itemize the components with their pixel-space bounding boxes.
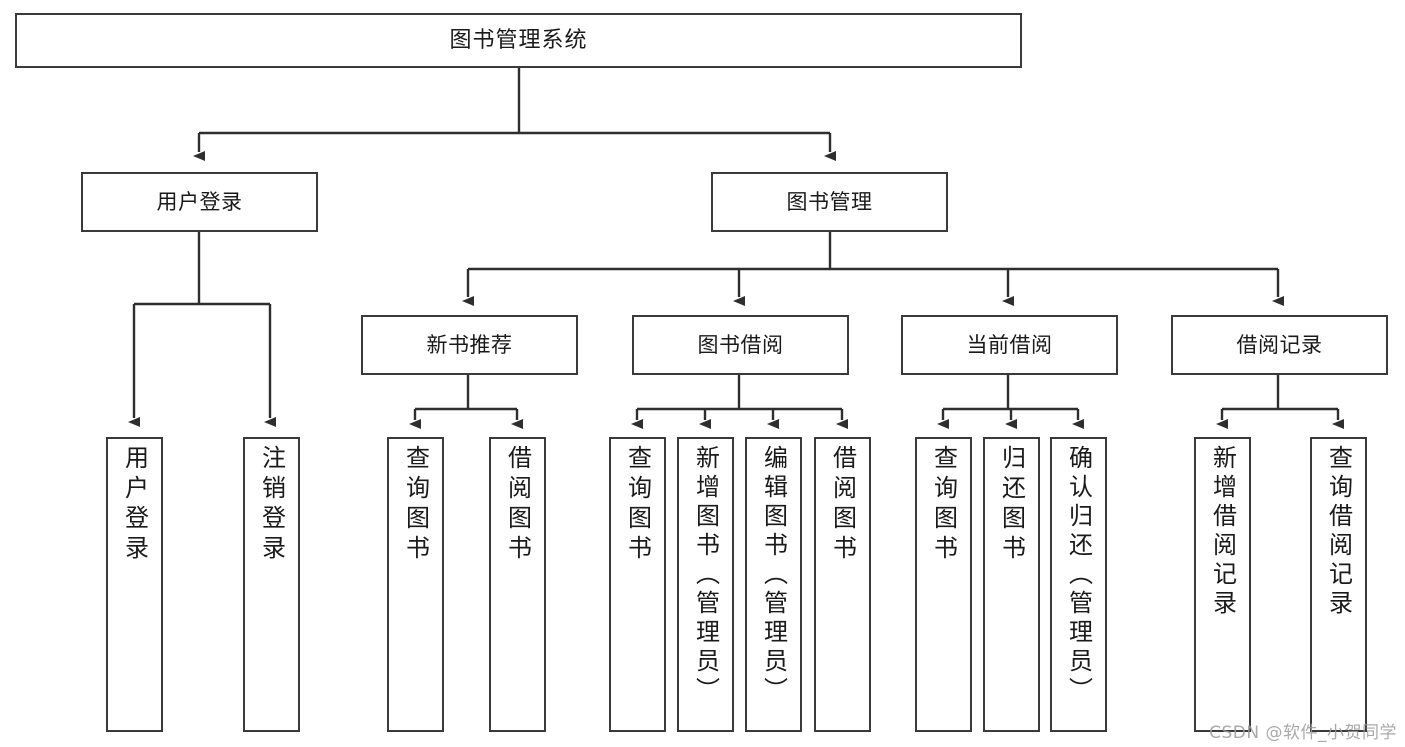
node-leaf-edit-book-label: 编辑图书（管理员） bbox=[759, 445, 788, 706]
node-user-login-label: 用户登录 bbox=[156, 189, 243, 214]
node-leaf-confirm-return[interactable]: 确认归还（管理员） bbox=[1050, 437, 1107, 732]
node-leaf-add-book-label: 新增图书（管理员） bbox=[691, 445, 720, 706]
node-leaf-query-book-2[interactable]: 查询图书 bbox=[609, 437, 666, 732]
node-new-book-rec[interactable]: 新书推荐 bbox=[361, 315, 578, 375]
node-leaf-query-book-1[interactable]: 查询图书 bbox=[387, 437, 444, 732]
node-new-book-rec-label: 新书推荐 bbox=[426, 332, 513, 357]
node-leaf-query-record-label: 查询借阅记录 bbox=[1324, 445, 1353, 619]
node-current-borrow[interactable]: 当前借阅 bbox=[901, 315, 1118, 375]
node-leaf-confirm-return-label: 确认归还（管理员） bbox=[1064, 445, 1093, 706]
node-root[interactable]: 图书管理系统 bbox=[15, 13, 1022, 68]
node-borrow-record[interactable]: 借阅记录 bbox=[1171, 315, 1388, 375]
node-book-borrow-label: 图书借阅 bbox=[697, 332, 784, 357]
node-book-manage[interactable]: 图书管理 bbox=[711, 172, 948, 232]
node-leaf-borrow-book-1-label: 借阅图书 bbox=[503, 445, 532, 565]
node-leaf-add-book[interactable]: 新增图书（管理员） bbox=[677, 437, 734, 732]
node-book-manage-label: 图书管理 bbox=[786, 189, 873, 214]
node-leaf-logout-label: 注销登录 bbox=[257, 445, 286, 565]
watermark: CSDN @软件_小贺同学 bbox=[1209, 723, 1397, 743]
node-book-borrow[interactable]: 图书借阅 bbox=[632, 315, 849, 375]
node-root-label: 图书管理系统 bbox=[449, 27, 588, 53]
node-current-borrow-label: 当前借阅 bbox=[966, 332, 1053, 357]
node-leaf-borrow-book-2-label: 借阅图书 bbox=[828, 445, 857, 565]
node-leaf-return-book[interactable]: 归还图书 bbox=[983, 437, 1040, 732]
node-leaf-user-login-label: 用户登录 bbox=[120, 445, 149, 565]
node-leaf-borrow-book-2[interactable]: 借阅图书 bbox=[814, 437, 871, 732]
node-leaf-query-book-1-label: 查询图书 bbox=[401, 445, 430, 565]
node-user-login[interactable]: 用户登录 bbox=[81, 172, 318, 232]
node-leaf-add-record[interactable]: 新增借阅记录 bbox=[1194, 437, 1251, 732]
node-leaf-edit-book[interactable]: 编辑图书（管理员） bbox=[745, 437, 802, 732]
node-borrow-record-label: 借阅记录 bbox=[1236, 332, 1323, 357]
node-leaf-borrow-book-1[interactable]: 借阅图书 bbox=[489, 437, 546, 732]
node-leaf-query-record[interactable]: 查询借阅记录 bbox=[1310, 437, 1367, 732]
node-leaf-query-book-2-label: 查询图书 bbox=[623, 445, 652, 565]
node-leaf-user-login[interactable]: 用户登录 bbox=[106, 437, 163, 732]
node-leaf-query-book-3[interactable]: 查询图书 bbox=[915, 437, 972, 732]
node-leaf-logout[interactable]: 注销登录 bbox=[243, 437, 300, 732]
node-leaf-return-book-label: 归还图书 bbox=[997, 445, 1026, 565]
node-leaf-query-book-3-label: 查询图书 bbox=[929, 445, 958, 565]
node-leaf-add-record-label: 新增借阅记录 bbox=[1208, 445, 1237, 619]
